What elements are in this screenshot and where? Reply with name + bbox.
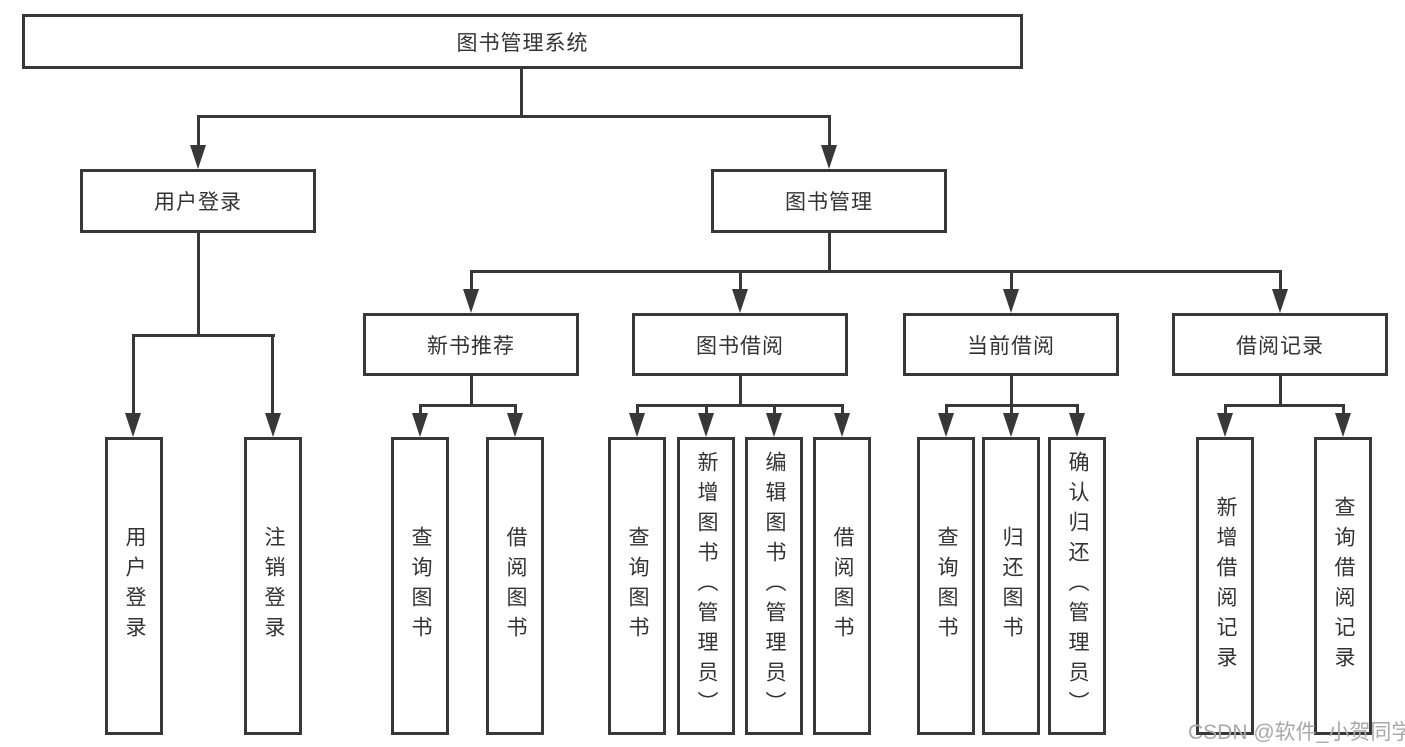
connector-current-borrow-stem	[1010, 376, 1013, 406]
arrowhead-user-login	[190, 145, 206, 169]
connector-stem-borrow-records	[1279, 270, 1282, 291]
leaf-logout: 注销登录	[244, 437, 302, 735]
connector-new-book-stem	[470, 376, 473, 406]
leaf-query-borrow-record-label: 查询借阅记录	[1332, 496, 1355, 676]
connector-book-borrow-rail	[636, 404, 844, 407]
node-root-label: 图书管理系统	[456, 31, 589, 55]
leaf-recommend-borrow-book: 借阅图书	[486, 437, 544, 735]
connector-stem-leaf-cb-confirm	[1076, 404, 1079, 415]
leaf-user-login: 用户登录	[105, 437, 163, 735]
connector-stem-leaf-bb-query	[636, 404, 639, 415]
arrowhead-new-book	[463, 289, 479, 313]
connector-stem-leaf-bb-edit	[773, 404, 776, 415]
arrowhead-leaf-bb-add	[698, 413, 714, 437]
leaf-current-query-book: 查询图书	[917, 437, 975, 735]
csdn-watermark: CSDN @软件_小贺同学	[1188, 721, 1405, 744]
arrowhead-leaf-bb-borrow	[834, 413, 850, 437]
arrowhead-book-borrow	[732, 289, 748, 313]
connector-new-book-rail	[419, 404, 517, 407]
connector-user-login-stem	[197, 233, 200, 337]
arrowhead-current-borrow	[1003, 289, 1019, 313]
leaf-add-borrow-record-label: 新增借阅记录	[1214, 496, 1237, 676]
connector-stem-book-borrow	[739, 270, 742, 291]
arrowhead-leaf-logout	[265, 413, 281, 437]
connector-level2-rail	[197, 115, 831, 118]
connector-stem-leaf-bb-borrow	[841, 404, 844, 415]
connector-stem-leaf-cb-return	[1010, 404, 1013, 415]
leaf-borrow-book-label: 借阅图书	[831, 526, 854, 646]
arrowhead-book-management	[821, 145, 837, 169]
leaf-borrow-book: 借阅图书	[813, 437, 871, 735]
arrowhead-leaf-br-query	[1335, 413, 1351, 437]
node-new-book-recommend: 新书推荐	[363, 313, 579, 376]
connector-stem-leaf-rec-borrow	[514, 404, 517, 415]
node-user-login: 用户登录	[80, 169, 316, 233]
connector-stem-book-management	[828, 115, 831, 148]
connector-stem-user-login	[197, 115, 200, 148]
connector-stem-leaf-bb-add	[705, 404, 708, 415]
node-new-book-recommend-label: 新书推荐	[427, 334, 515, 358]
connector-borrow-records-stem	[1279, 376, 1282, 406]
connector-stem-leaf-br-add	[1224, 404, 1227, 415]
leaf-query-borrow-record: 查询借阅记录	[1314, 437, 1372, 735]
leaf-edit-book-admin-label: 编辑图书（管理员）	[763, 451, 786, 721]
connector-stem-leaf-logout	[271, 334, 274, 414]
arrowhead-leaf-bb-query	[629, 413, 645, 437]
node-book-management: 图书管理	[711, 169, 947, 233]
leaf-user-login-label: 用户登录	[123, 526, 146, 646]
leaf-add-borrow-record: 新增借阅记录	[1196, 437, 1254, 735]
arrowhead-leaf-br-add	[1217, 413, 1233, 437]
node-book-management-label: 图书管理	[785, 191, 873, 214]
connector-stem-leaf-rec-query	[419, 404, 422, 415]
arrowhead-leaf-cb-return	[1003, 413, 1019, 437]
leaf-return-book: 归还图书	[982, 437, 1040, 735]
leaf-add-book-admin-label: 新增图书（管理员）	[695, 451, 718, 721]
arrowhead-borrow-records	[1272, 289, 1288, 313]
leaf-borrow-query-book: 查询图书	[608, 437, 666, 735]
arrowhead-leaf-cb-query	[938, 413, 954, 437]
leaf-confirm-return-admin-label: 确认归还（管理员）	[1066, 451, 1089, 721]
node-current-borrow: 当前借阅	[903, 313, 1119, 376]
leaf-add-book-admin: 新增图书（管理员）	[677, 437, 735, 735]
leaf-recommend-query-book: 查询图书	[391, 437, 449, 735]
connector-stem-new-book	[470, 270, 473, 291]
leaf-confirm-return-admin: 确认归还（管理员）	[1048, 437, 1106, 735]
leaf-current-query-book-label: 查询图书	[935, 526, 958, 646]
leaf-recommend-borrow-book-label: 借阅图书	[504, 526, 527, 646]
connector-level3-rail	[470, 270, 1282, 273]
leaf-borrow-query-book-label: 查询图书	[626, 526, 649, 646]
node-borrow-records: 借阅记录	[1172, 313, 1388, 376]
connector-user-login-rail	[132, 334, 275, 337]
arrowhead-leaf-cb-confirm	[1069, 413, 1085, 437]
arrowhead-leaf-rec-query	[412, 413, 428, 437]
connector-stem-leaf-user-login	[132, 334, 135, 414]
arrowhead-leaf-user-login	[125, 413, 141, 437]
leaf-return-book-label: 归还图书	[1000, 526, 1023, 646]
connector-stem-current-borrow	[1010, 270, 1013, 291]
node-borrow-records-label: 借阅记录	[1236, 334, 1324, 358]
leaf-logout-label: 注销登录	[262, 526, 285, 646]
leaf-edit-book-admin: 编辑图书（管理员）	[745, 437, 803, 735]
arrowhead-leaf-rec-borrow	[507, 413, 523, 437]
connector-root-stem	[520, 69, 523, 118]
connector-book-management-stem	[828, 233, 831, 273]
node-current-borrow-label: 当前借阅	[967, 334, 1055, 358]
node-book-borrow-label: 图书借阅	[696, 334, 784, 358]
node-user-login-label: 用户登录	[154, 191, 242, 214]
connector-borrow-records-rail	[1224, 404, 1345, 407]
leaf-recommend-query-book-label: 查询图书	[409, 526, 432, 646]
connector-stem-leaf-br-query	[1342, 404, 1345, 415]
arrowhead-leaf-bb-edit	[766, 413, 782, 437]
connector-book-borrow-stem	[739, 376, 742, 406]
connector-stem-leaf-cb-query	[945, 404, 948, 415]
node-book-borrow: 图书借阅	[632, 313, 848, 376]
node-root-system: 图书管理系统	[22, 14, 1023, 69]
